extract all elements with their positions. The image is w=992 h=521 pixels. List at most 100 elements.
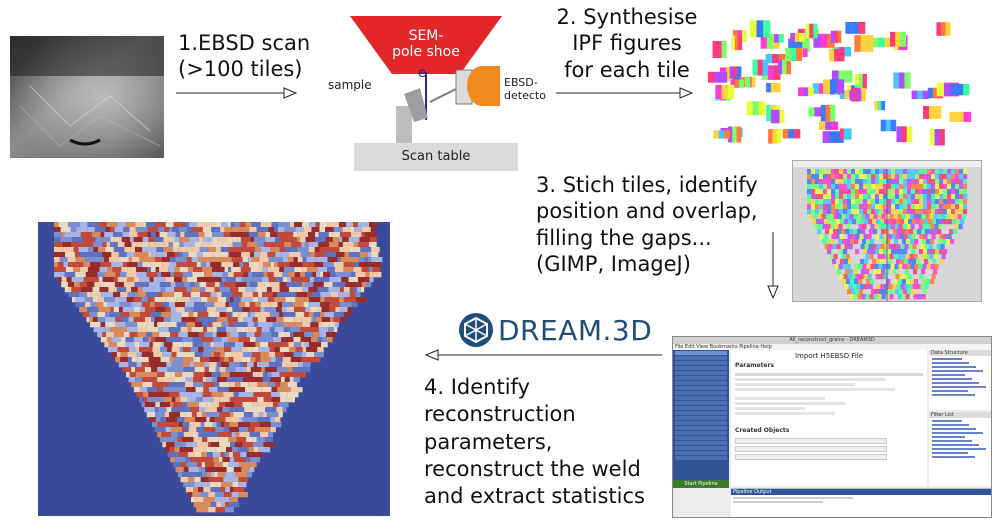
stitch-cell: [890, 224, 895, 230]
weld-grain: [220, 362, 229, 368]
weld-grain: [243, 272, 249, 278]
stitch-cell: [929, 254, 934, 260]
weld-grain: [233, 357, 243, 363]
stitch-cell: [891, 169, 896, 175]
stitch-cell: [904, 244, 909, 250]
stitch-cell: [811, 204, 816, 210]
weld-grain: [274, 347, 280, 353]
weld-grain: [203, 347, 216, 353]
weld-grain: [70, 227, 77, 233]
weld-grain: [214, 342, 225, 348]
pipeline-filter-item[interactable]: [675, 361, 727, 365]
stitch-cell: [931, 209, 936, 215]
stitch-cell: [850, 279, 855, 285]
pipeline-filter-item[interactable]: [675, 366, 727, 370]
weld-grain: [215, 247, 221, 253]
pipeline-filter-item[interactable]: [675, 421, 727, 425]
stitch-cell: [847, 204, 852, 210]
weld-grain: [188, 312, 194, 318]
pipeline-filter-item[interactable]: [675, 401, 727, 405]
weld-grain: [165, 287, 175, 293]
pipeline-filter-item[interactable]: [675, 411, 727, 415]
start-pipeline-button[interactable]: Start Pipeline: [673, 480, 729, 488]
weld-grain: [267, 267, 280, 273]
pipeline-filter-item[interactable]: [675, 356, 727, 360]
weld-grain: [113, 307, 119, 313]
pipeline-filter-item[interactable]: [675, 441, 727, 445]
stitch-cell: [905, 294, 910, 300]
weld-grain: [252, 402, 258, 408]
stitch-cell: [855, 234, 860, 240]
weld-grain: [68, 262, 74, 268]
pipeline-filter-item[interactable]: [675, 391, 727, 395]
pipeline-filter-item[interactable]: [675, 451, 727, 455]
pipeline-filter-item[interactable]: [675, 386, 727, 390]
stitch-cell: [939, 199, 944, 205]
stitch-cell: [913, 254, 918, 260]
weld-grain: [128, 232, 138, 238]
stitch-cell: [848, 244, 853, 250]
stitch-cell: [921, 214, 926, 220]
weld-grain: [154, 412, 165, 418]
pipeline-filter-item[interactable]: [675, 431, 727, 435]
pipeline-filter-item[interactable]: [675, 436, 727, 440]
stitch-cell: [907, 274, 912, 280]
weld-grain: [305, 272, 313, 278]
pipeline-filter-item[interactable]: [675, 376, 727, 380]
weld-grain: [249, 227, 257, 233]
weld-grain: [142, 247, 151, 253]
pipeline-filter-item[interactable]: [675, 371, 727, 375]
weld-grain: [176, 262, 186, 268]
stitch-cell: [866, 279, 871, 285]
weld-grain: [187, 327, 192, 333]
weld-grain: [165, 437, 178, 443]
ipf-tile: [752, 59, 769, 76]
weld-grain: [264, 367, 277, 373]
weld-grain: [353, 222, 358, 228]
weld-grain: [247, 347, 252, 353]
stitch-cell: [941, 214, 946, 220]
weld-grain: [113, 232, 123, 238]
stitch-cell: [888, 244, 893, 250]
stitch-cell: [899, 249, 904, 255]
weld-grain: [89, 257, 101, 263]
weld-grain: [203, 387, 209, 393]
weld-grain: [109, 227, 115, 233]
pole-shoe-shape: [350, 16, 502, 74]
stitch-cell: [912, 259, 917, 265]
stitch-cell: [859, 204, 864, 210]
weld-grain: [301, 357, 310, 363]
weld-grain: [320, 302, 330, 308]
pipeline-filter-item[interactable]: [675, 416, 727, 420]
stitch-cell: [875, 169, 880, 175]
weld-grain: [260, 222, 272, 228]
pipeline-filter-item[interactable]: [675, 381, 727, 385]
pipeline-filter-item[interactable]: [675, 446, 727, 450]
stitch-cell: [883, 204, 888, 210]
weld-grain: [182, 427, 186, 433]
stitch-cell: [947, 204, 952, 210]
stitch-cell: [900, 259, 905, 265]
weld-grain: [237, 317, 244, 323]
weld-grain: [343, 287, 350, 293]
ipf-tile: [896, 126, 913, 143]
weld-grain: [228, 322, 234, 328]
stitch-cell: [943, 179, 948, 185]
arrow-step1: [176, 87, 298, 99]
pipeline-panel[interactable]: [673, 350, 729, 480]
pipeline-filter-item[interactable]: [675, 351, 727, 355]
pipeline-filter-item[interactable]: [675, 426, 727, 430]
weld-grain: [200, 477, 209, 483]
weld-grain: [303, 227, 312, 233]
weld-grain: [89, 312, 98, 318]
weld-grain: [204, 232, 213, 238]
pipeline-filter-item[interactable]: [675, 396, 727, 400]
stitch-cell: [824, 244, 829, 250]
weld-grain: [303, 362, 311, 368]
stitch-cell: [910, 279, 915, 285]
pipeline-filter-item[interactable]: [675, 456, 727, 460]
stitch-cell: [922, 264, 927, 270]
pipeline-filter-item[interactable]: [675, 406, 727, 410]
weld-grain: [206, 222, 216, 228]
weld-grain: [66, 277, 72, 283]
